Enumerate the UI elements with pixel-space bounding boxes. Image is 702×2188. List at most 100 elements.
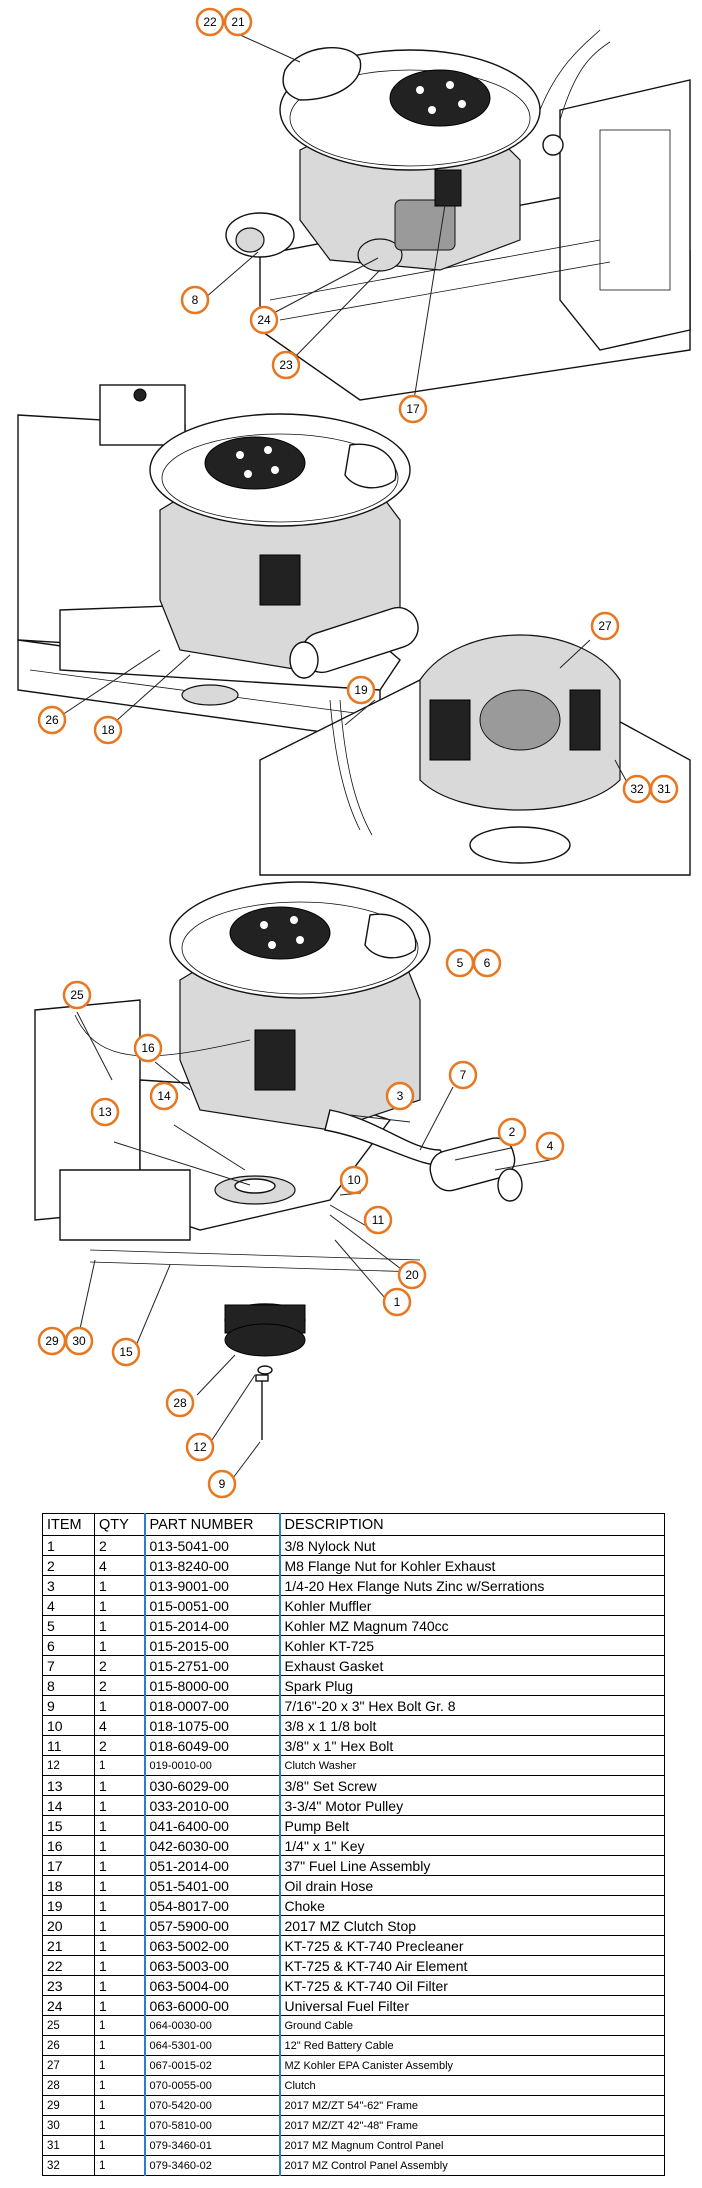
cell-part-number: 054-8017-00 <box>143 1895 281 1916</box>
callout-6: 6 <box>472 948 502 978</box>
callout-14-label: 14 <box>157 1089 171 1103</box>
cell-description: Clutch <box>279 2075 665 2096</box>
callout-20: 20 <box>397 1260 427 1290</box>
cell-part-number: 064-0030-00 <box>143 2015 281 2036</box>
callout-22: 22 <box>195 7 225 37</box>
cell-description: Ground Cable <box>279 2015 665 2036</box>
cell-qty: 1 <box>94 1935 145 1956</box>
cell-item: 5 <box>42 1615 95 1636</box>
cell-item: 20 <box>42 1915 95 1936</box>
cell-item: 14 <box>42 1795 95 1816</box>
cell-qty: 1 <box>94 1995 145 2016</box>
cell-description: KT-725 & KT-740 Air Element <box>279 1955 665 1976</box>
cell-qty: 1 <box>94 2035 145 2056</box>
cell-item: 31 <box>42 2135 95 2156</box>
callout-1-label: 1 <box>394 1295 401 1309</box>
callout-28-label: 28 <box>173 1396 187 1410</box>
cell-item: 12 <box>42 1755 95 1776</box>
cell-item: 32 <box>42 2155 95 2176</box>
callout-17: 17 <box>398 394 428 424</box>
cell-description: Oil drain Hose <box>279 1875 665 1896</box>
cell-part-number: 015-2014-00 <box>143 1615 281 1636</box>
cell-qty: 1 <box>94 1815 145 1836</box>
cell-part-number: 079-3460-01 <box>143 2135 281 2156</box>
header-description: DESCRIPTION <box>279 1513 665 1536</box>
callout-24: 24 <box>249 305 279 335</box>
cell-item: 9 <box>42 1695 95 1716</box>
cell-description: 3/8 Nylock Nut <box>279 1535 665 1556</box>
cell-part-number: 013-9001-00 <box>143 1575 281 1596</box>
callout-29: 29 <box>37 1326 67 1356</box>
callout-11: 11 <box>363 1205 393 1235</box>
cell-qty: 1 <box>94 1795 145 1816</box>
cell-qty: 1 <box>94 1615 145 1636</box>
cell-qty: 1 <box>94 1915 145 1936</box>
cell-qty: 1 <box>94 1635 145 1656</box>
cell-item: 26 <box>42 2035 95 2056</box>
callout-7-label: 7 <box>460 1068 467 1082</box>
cell-description: 3-3/4" Motor Pulley <box>279 1795 665 1816</box>
callout-2: 2 <box>497 1117 527 1147</box>
callout-3-label: 3 <box>397 1089 404 1103</box>
cell-qty: 1 <box>94 2075 145 2096</box>
cell-description: KT-725 & KT-740 Precleaner <box>279 1935 665 1956</box>
callout-18-label: 18 <box>101 723 115 737</box>
callout-23-label: 23 <box>279 358 293 372</box>
callout-labels: 22 21 8 24 23 17 26 18 27 19 32 31 5 6 2… <box>37 7 679 1499</box>
cell-part-number: 057-5900-00 <box>143 1915 281 1936</box>
cell-description: Clutch Washer <box>279 1755 665 1776</box>
cell-item: 3 <box>42 1575 95 1596</box>
cell-qty: 1 <box>94 1895 145 1916</box>
callout-1: 1 <box>382 1287 412 1317</box>
cell-description: 12" Red Battery Cable <box>279 2035 665 2056</box>
cell-item: 11 <box>42 1735 95 1756</box>
cell-description: Universal Fuel Filter <box>279 1995 665 2016</box>
cell-qty: 1 <box>94 2115 145 2136</box>
cell-part-number: 070-0055-00 <box>143 2075 281 2096</box>
cell-description: Exhaust Gasket <box>279 1655 665 1676</box>
cell-part-number: 015-8000-00 <box>143 1675 281 1696</box>
cell-part-number: 079-3460-02 <box>143 2155 281 2176</box>
cell-item: 29 <box>42 2095 95 2116</box>
cell-item: 7 <box>42 1655 95 1676</box>
cell-qty: 1 <box>94 1695 145 1716</box>
cell-part-number: 067-0015-02 <box>143 2055 281 2076</box>
cell-item: 19 <box>42 1895 95 1916</box>
cell-part-number: 042-6030-00 <box>143 1835 281 1856</box>
callout-11-label: 11 <box>372 1213 385 1227</box>
callout-32: 32 <box>622 774 652 804</box>
cell-qty: 1 <box>94 2135 145 2156</box>
cell-item: 1 <box>42 1535 95 1556</box>
cell-description: 2017 MZ Clutch Stop <box>279 1915 665 1936</box>
cell-description: KT-725 & KT-740 Oil Filter <box>279 1975 665 1996</box>
cell-part-number: 019-0010-00 <box>143 1755 281 1776</box>
callout-13: 13 <box>90 1097 120 1127</box>
callout-9-label: 9 <box>219 1477 226 1491</box>
header-part-number: PART NUMBER <box>143 1513 281 1536</box>
cell-part-number: 063-5002-00 <box>143 1935 281 1956</box>
cell-item: 21 <box>42 1935 95 1956</box>
cell-qty: 2 <box>94 1735 145 1756</box>
callout-29-label: 29 <box>45 1334 59 1348</box>
cell-item: 25 <box>42 2015 95 2036</box>
cell-part-number: 015-2751-00 <box>143 1655 281 1676</box>
callout-10-label: 10 <box>347 1173 361 1187</box>
cell-description: 2017 MZ/ZT 54"-62" Frame <box>279 2095 665 2116</box>
cell-description: Spark Plug <box>279 1675 665 1696</box>
cell-part-number: 018-6049-00 <box>143 1735 281 1756</box>
cell-description: 3/8" Set Screw <box>279 1775 665 1796</box>
